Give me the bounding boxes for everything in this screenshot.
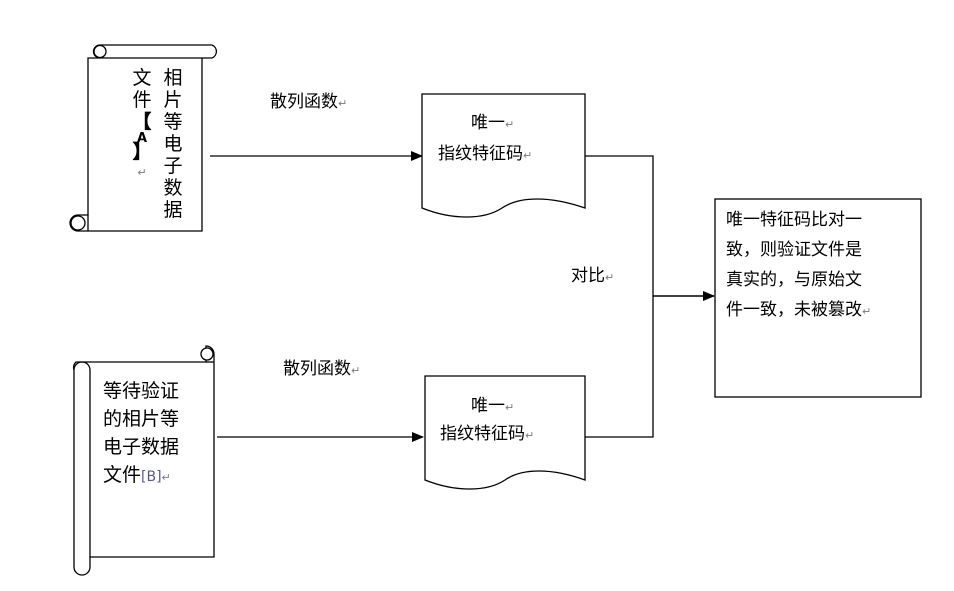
file-b-line-text: 文件 (103, 464, 141, 486)
para-mark: ↵ (523, 149, 532, 162)
result-line: 件一致，未被篡改↵ (726, 299, 871, 320)
compare-label: 对比↵ (571, 266, 614, 286)
scroll-file-b (73, 345, 215, 576)
file-a-col1-char: 等 (163, 111, 182, 133)
para-mark: ↵ (338, 97, 347, 110)
fingerprint-bottom-line1: 唯一↵ (471, 396, 514, 416)
file-b-line: 的相片等 (103, 408, 179, 430)
file-a-col2-char: 件 (132, 89, 151, 111)
result-box (714, 198, 922, 398)
file-a-col1-char: 片 (163, 89, 182, 111)
file-b-para-mark: ↵ (162, 471, 171, 484)
file-a-col2-char: 【 (132, 110, 151, 133)
scroll-file-a (69, 44, 218, 232)
scroll-file-b-text: 等待验证 的相片等 电子数据 文件[B]↵ (103, 380, 179, 486)
connector-bottom (585, 296, 654, 438)
hash-label-top: 散列函数↵ (270, 92, 347, 112)
fingerprint-top-line2: 指纹特征码↵ (438, 144, 532, 164)
para-mark: ↵ (525, 429, 534, 442)
result-line: 致，则验证文件是 (726, 240, 862, 260)
fingerprint-doc-bottom (424, 375, 586, 490)
file-a-return-mark: ↵ (137, 166, 146, 179)
scroll-file-a-text: 相 片 等 电 子 数 据 文 件 【 A 】 ↵ (132, 67, 182, 221)
para-mark: ↵ (862, 305, 871, 318)
file-a-col1-char: 电 (163, 133, 182, 155)
file-b-tag: [B] (141, 469, 162, 485)
result-line: 唯一特征码比对一 (726, 210, 862, 230)
fingerprint-bottom-line2: 指纹特征码↵ (440, 424, 534, 444)
result-line: 真实的，与原始文 (726, 270, 862, 290)
file-b-line: 电子数据 (103, 436, 179, 458)
para-mark: ↵ (605, 271, 614, 284)
connector-top (585, 155, 654, 296)
fingerprint-top-line1: 唯一↵ (471, 113, 514, 133)
file-a-col1-char: 据 (163, 199, 182, 221)
para-mark: ↵ (505, 118, 514, 131)
file-a-col2-char: 文 (132, 67, 151, 89)
file-a-col1-char: 子 (163, 155, 182, 177)
file-a-col2-char: 】 (132, 140, 151, 163)
hash-label-bottom: 散列函数↵ (283, 359, 360, 379)
file-a-col2-char: A (137, 131, 147, 146)
fingerprint-doc-top (421, 93, 586, 218)
para-mark: ↵ (505, 401, 514, 414)
para-mark: ↵ (351, 364, 360, 377)
file-a-col1-char: 数 (163, 177, 182, 199)
file-b-line: 等待验证 (103, 380, 179, 402)
file-b-line: 文件[B]↵ (103, 464, 171, 486)
result-text: 唯一特征码比对一 致，则验证文件是 真实的，与原始文 件一致，未被篡改↵ (726, 210, 871, 320)
file-a-col1-char: 相 (163, 67, 182, 89)
